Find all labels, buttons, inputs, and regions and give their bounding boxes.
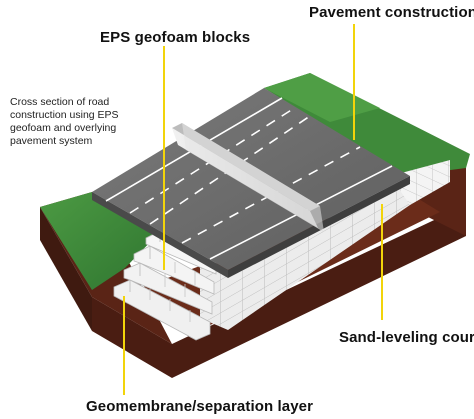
leader-lines (123, 24, 383, 395)
label-eps-geofoam-blocks: EPS geofoam blocks (100, 29, 251, 46)
label-sand-leveling-course: Sand-leveling course (339, 329, 474, 346)
eps-foam-right-face (390, 160, 450, 205)
left-embankment-soil-side (40, 207, 92, 331)
median-barrier (172, 123, 324, 232)
eps-foam-front-face (200, 184, 410, 330)
cross-section-description: Cross section of road construction using… (10, 96, 119, 147)
asphalt-left-edge (92, 192, 228, 278)
label-pavement-construction: Pavement construction (309, 4, 474, 21)
right-grass-top (264, 73, 380, 122)
label-geomembrane-separation-layer: Geomembrane/separation layer (86, 398, 314, 415)
eps-foam-steps (113, 230, 217, 341)
